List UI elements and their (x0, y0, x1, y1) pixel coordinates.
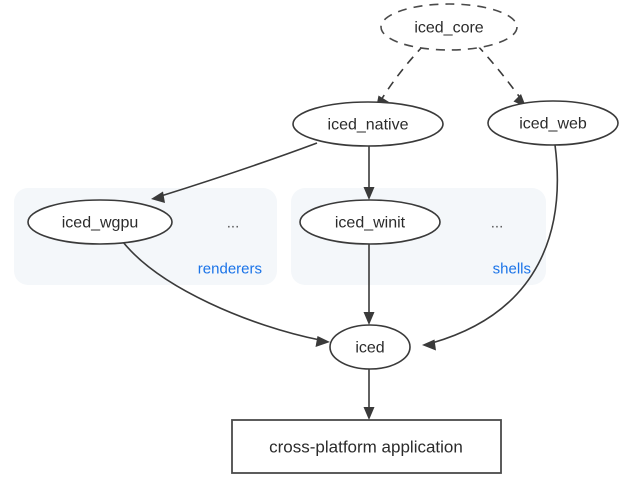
edge-iced-wgpu-to-iced (122, 241, 330, 347)
node-iced-core[interactable]: iced_core (380, 3, 518, 51)
shells-more-ellipsis: ... (491, 215, 504, 232)
edge-iced-native-to-iced-winit (363, 146, 375, 200)
cluster-shells-label: shells (493, 261, 531, 278)
node-cross-platform-application[interactable]: cross-platform application (231, 419, 502, 474)
node-iced-wgpu[interactable]: iced_wgpu (27, 199, 173, 245)
node-iced-web-label: iced_web (519, 116, 587, 133)
node-iced-core-label: iced_core (414, 20, 483, 37)
node-iced[interactable]: iced (329, 324, 411, 370)
renderers-more-ellipsis: ... (227, 215, 240, 232)
edge-iced-core-to-iced-native (376, 44, 425, 108)
cluster-renderers-label: renderers (198, 261, 262, 278)
edge-iced-native-to-iced-wgpu (151, 142, 318, 203)
node-iced-label: iced (355, 340, 384, 357)
edge-iced-to-application (363, 368, 375, 420)
node-iced-winit[interactable]: iced_winit (299, 199, 441, 245)
node-iced-wgpu-label: iced_wgpu (62, 215, 139, 232)
node-iced-native-label: iced_native (328, 117, 409, 134)
node-application-label: cross-platform application (269, 438, 463, 457)
node-iced-native[interactable]: iced_native (292, 101, 444, 147)
edge-iced-web-to-iced (422, 144, 559, 351)
node-iced-web[interactable]: iced_web (487, 100, 619, 146)
edge-iced-winit-to-iced (363, 243, 375, 325)
edge-iced-core-to-iced-web (476, 44, 526, 107)
node-iced-winit-label: iced_winit (335, 215, 406, 232)
